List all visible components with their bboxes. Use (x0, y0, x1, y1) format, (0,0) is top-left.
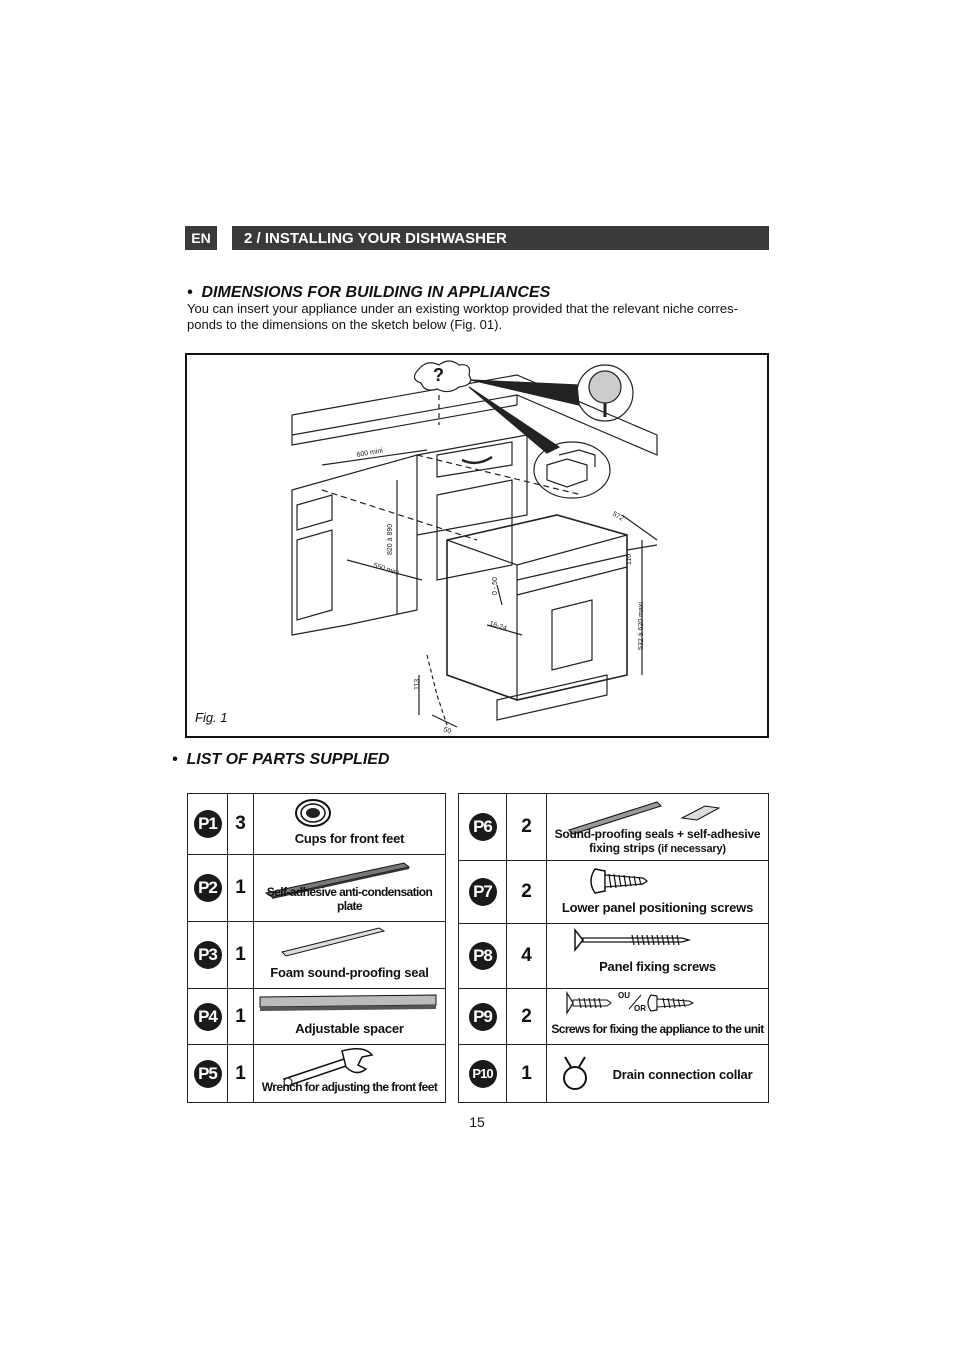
part-row-p4: P4 1 Adjustable spacer (187, 988, 446, 1045)
unit-screw-icon (566, 990, 695, 1016)
part-desc: Foam sound-proofing seal (270, 965, 429, 980)
part-desc: Drain connection collar (612, 1067, 753, 1082)
part-qty: 2 (506, 793, 547, 861)
dim-depth: 572 (611, 511, 625, 523)
seal-strip-icon (568, 801, 721, 835)
section-title: 2 / INSTALLING YOUR DISHWASHER (232, 226, 769, 250)
part-code: P1 (193, 810, 222, 838)
dim-panel: 532 à 620 maxi (638, 602, 645, 650)
part-note: (if necessary) (657, 843, 726, 855)
part-code: P2 (193, 874, 222, 902)
part-code: P6 (468, 813, 497, 841)
part-qty: 2 (506, 860, 547, 924)
part-qty: 4 (506, 923, 547, 989)
part-code: P10 (468, 1059, 497, 1088)
parts-table-right: P6 2 Sound-proofing seals + self-adhesiv… (458, 793, 769, 1103)
spacer-icon (259, 994, 437, 1011)
figure-caption: Fig. 1 (195, 710, 228, 725)
parts-table-left: P1 3 Cups for front feet P2 1 Self-adhes… (187, 793, 446, 1103)
part-row-p1: P1 3 Cups for front feet (187, 793, 446, 855)
part-desc: Screws for fixing the appliance to the u… (551, 1022, 764, 1036)
page-number: 15 (469, 1114, 485, 1130)
dimensions-heading: • DIMENSIONS FOR BUILDING IN APPLIANCES (187, 284, 551, 301)
cup-icon (295, 799, 331, 827)
part-row-p5: P5 1 Wrench for adjusting the front feet (187, 1044, 446, 1103)
part-qty: 1 (506, 1044, 547, 1103)
part-desc: Panel fixing screws (599, 959, 716, 974)
or-label-top: OU (618, 991, 630, 1000)
figure-1: 600 mini 820 à 890 550 mini 572 110 532 … (185, 353, 769, 738)
part-desc: Sound-proofing seals + self-adhesive fix… (554, 827, 761, 855)
long-screw-icon (574, 927, 692, 953)
part-desc: Self-adhesive anti-condensation plate (266, 885, 433, 913)
plate-icon (264, 862, 411, 899)
dim-plinth-depth: 50 (442, 726, 452, 735)
dim-depth-min: 550 mini (372, 562, 400, 577)
part-row-p7: P7 2 Lower panel positioning screws (458, 860, 769, 924)
part-qty: 1 (227, 921, 254, 989)
bullet-icon: • (187, 284, 202, 301)
dim-height: 820 à 890 (387, 524, 394, 555)
dim-plinth: 113 (414, 679, 421, 690)
or-label-bottom: OR (634, 1004, 646, 1013)
part-qty: 2 (506, 988, 547, 1045)
wrench-icon (282, 1048, 374, 1087)
part-qty: 1 (227, 988, 254, 1045)
part-row-p2: P2 1 Self-adhesive anti-condensation pla… (187, 854, 446, 922)
part-row-p3: P3 1 Foam sound-proofing seal (187, 921, 446, 989)
part-row-p10: P10 1 Drain connection collar (458, 1044, 769, 1103)
part-code: P7 (468, 878, 497, 906)
part-desc: Wrench for adjusting the front feet (261, 1080, 438, 1094)
dim-top: 110 (626, 554, 633, 565)
part-code: P5 (193, 1059, 222, 1088)
part-qty: 3 (227, 793, 254, 855)
part-desc: Cups for front feet (294, 831, 405, 846)
language-badge: EN (185, 226, 217, 250)
worktop-illustration (291, 360, 658, 728)
part-code: P9 (468, 1002, 497, 1031)
installation-diagram: 600 mini 820 à 890 550 mini 572 110 532 … (291, 360, 658, 735)
dim-thickness: 16-24 (488, 620, 507, 632)
part-code: P4 (193, 1002, 222, 1031)
bullet-icon: • (172, 751, 187, 768)
dim-offset: 0 - 50 (492, 577, 499, 595)
part-row-p9: P9 2 OU OR Screws for fixing the applian… (458, 988, 769, 1045)
dimensions-paragraph: You can insert your appliance under an e… (187, 301, 738, 332)
part-desc: Adjustable spacer (295, 1021, 404, 1036)
short-screw-icon (590, 868, 648, 894)
question-mark: ? (433, 365, 444, 385)
part-row-p8: P8 4 Panel fixing screws (458, 923, 769, 989)
collar-icon (563, 1056, 587, 1090)
part-desc: Lower panel positioning screws (561, 900, 754, 915)
parts-heading: • LIST OF PARTS SUPPLIED (172, 751, 390, 768)
part-row-p6: P6 2 Sound-proofing seals + self-adhesiv… (458, 793, 769, 861)
dim-width: 600 mini (356, 447, 384, 459)
part-code: P8 (468, 942, 497, 970)
part-qty: 1 (227, 1044, 254, 1103)
part-qty: 1 (227, 854, 254, 922)
foam-seal-icon (281, 927, 386, 957)
part-code: P3 (193, 941, 222, 969)
